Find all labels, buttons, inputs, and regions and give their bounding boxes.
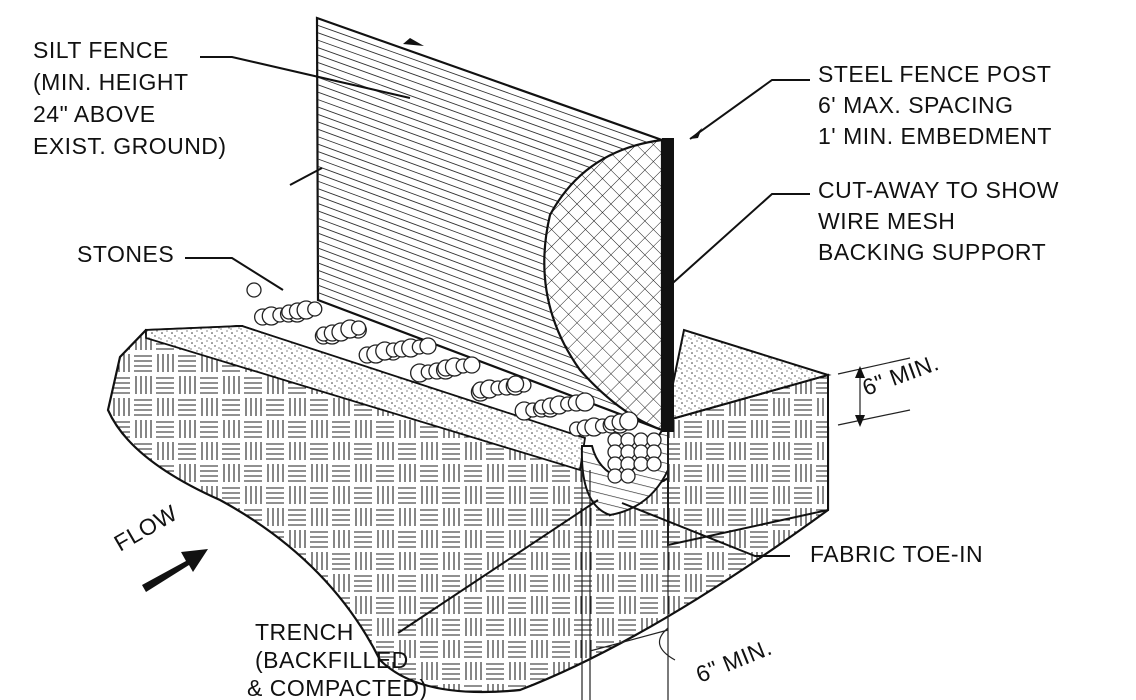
cutaway-label-1: CUT-AWAY TO SHOW	[818, 177, 1059, 203]
stone	[646, 456, 662, 472]
silt-fence-label-4: EXIST. GROUND)	[33, 133, 227, 159]
fence-arrow-icon	[403, 38, 424, 46]
stone	[506, 375, 525, 393]
depth-min-label: 6" MIN.	[859, 349, 943, 401]
depth-dimension	[837, 357, 911, 427]
steel-post-label-2: 6' MAX. SPACING	[818, 92, 1014, 118]
stone	[575, 392, 595, 412]
fence-stripe	[317, 39, 663, 164]
stone	[619, 411, 639, 431]
trench-label-2: (BACKFILLED	[255, 647, 409, 673]
trench-label-1: TRENCH	[255, 619, 354, 645]
leader-lines	[185, 56, 810, 634]
stones-label: STONES	[77, 241, 174, 267]
steel-fence-post	[662, 138, 674, 432]
flow-arrow-icon	[142, 549, 208, 592]
wire-mesh-cutaway	[543, 138, 664, 432]
flow-label: FLOW	[110, 500, 182, 557]
fence-stripe	[317, 47, 663, 171]
stone	[463, 356, 481, 374]
stone	[620, 468, 636, 484]
stone	[633, 456, 649, 472]
silt-fence-label-3: 24" ABOVE	[33, 101, 156, 127]
stone	[419, 337, 437, 355]
cutaway-label-3: BACKING SUPPORT	[818, 239, 1046, 265]
silt-fence-label-2: (MIN. HEIGHT	[33, 69, 189, 95]
cutaway-label-2: WIRE MESH	[818, 208, 955, 234]
stones	[246, 282, 662, 484]
stone	[607, 468, 623, 484]
fence-stripe	[317, 32, 663, 156]
fence-stripe	[317, 24, 663, 149]
stone	[307, 301, 323, 317]
width-dimension	[589, 627, 676, 661]
silt-fence-label-1: SILT FENCE	[33, 37, 169, 63]
fence-stripe	[317, 292, 663, 423]
stone	[350, 320, 367, 336]
stone	[246, 282, 262, 298]
steel-post-label-1: STEEL FENCE POST	[818, 61, 1051, 87]
width-min-label: 6" MIN.	[692, 634, 775, 688]
trench-label-3: & COMPACTED)	[247, 675, 428, 700]
steel-post-label-3: 1' MIN. EMBEDMENT	[818, 123, 1052, 149]
fabric-toe-label: FABRIC TOE-IN	[810, 541, 983, 567]
